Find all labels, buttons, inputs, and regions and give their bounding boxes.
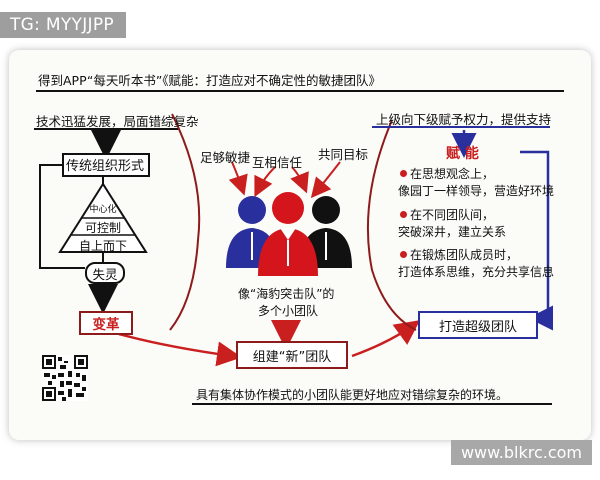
traditional-org-box: [62, 153, 150, 177]
watermark-top: TG: MYYJJPP: [0, 12, 126, 38]
pyramid-level-bottom: 自上而下: [78, 239, 127, 253]
bullet-dot-2: [400, 211, 407, 218]
empower-description: 上级向下级赋予权力，提供支持: [376, 112, 552, 127]
caption-line-2: 多个小团队: [258, 304, 319, 318]
new-team-label: 组建“新”团队: [252, 350, 332, 365]
watermark-bottom: www.blkrc.com: [450, 440, 592, 465]
failure-label: 失灵: [92, 267, 118, 282]
pyramid-level-middle: 可控制: [84, 221, 121, 235]
empower-label: 赋 能: [446, 146, 479, 162]
header-title: 得到APP“每天听本书”《赋能：打造应对不确定性的敏捷团队》: [38, 73, 382, 88]
bullet-3-line-1: 在锻炼团队成员时，: [410, 248, 519, 262]
change-box: [79, 311, 133, 335]
bullet-2-line-1: 在不同团队间，: [410, 208, 495, 222]
trait-trust: 互相信任: [252, 155, 303, 170]
caption-line-1: 像“海豹突击队”的: [238, 287, 335, 301]
header-underline: [36, 90, 564, 92]
qr-code-icon: [42, 355, 88, 401]
bullet-3-line-2: 打造体系思维，充分共享信息: [398, 265, 555, 279]
trait-goal: 共同目标: [318, 147, 369, 162]
super-team-label: 打造超级团队: [438, 320, 517, 335]
problem-text: 技术迅猛发展，局面错综复杂: [36, 114, 199, 129]
bullet-dot-3: [400, 251, 407, 258]
new-team-box: [236, 341, 348, 369]
conclusion-text: 具有集体协作模式的小团队能更好地应对错综复杂的环境。: [196, 388, 509, 402]
bullet-1-line-2: 像园丁一样领导，营造好环境: [398, 184, 555, 198]
pyramid-level-top: 中心化: [89, 205, 117, 215]
bullet-dot-1: [400, 170, 407, 177]
bullet-2-line-2: 突破深井，建立关系: [398, 225, 507, 239]
team-silhouette-icon: [226, 192, 352, 276]
super-team-box: [418, 311, 538, 339]
bullet-1-line-1: 在思想观念上，: [410, 167, 495, 181]
change-label: 变革: [92, 317, 120, 333]
failure-box: [85, 262, 125, 284]
trait-agile: 足够敏捷: [200, 150, 251, 165]
traditional-org-label: 传统组织形式: [65, 159, 144, 174]
